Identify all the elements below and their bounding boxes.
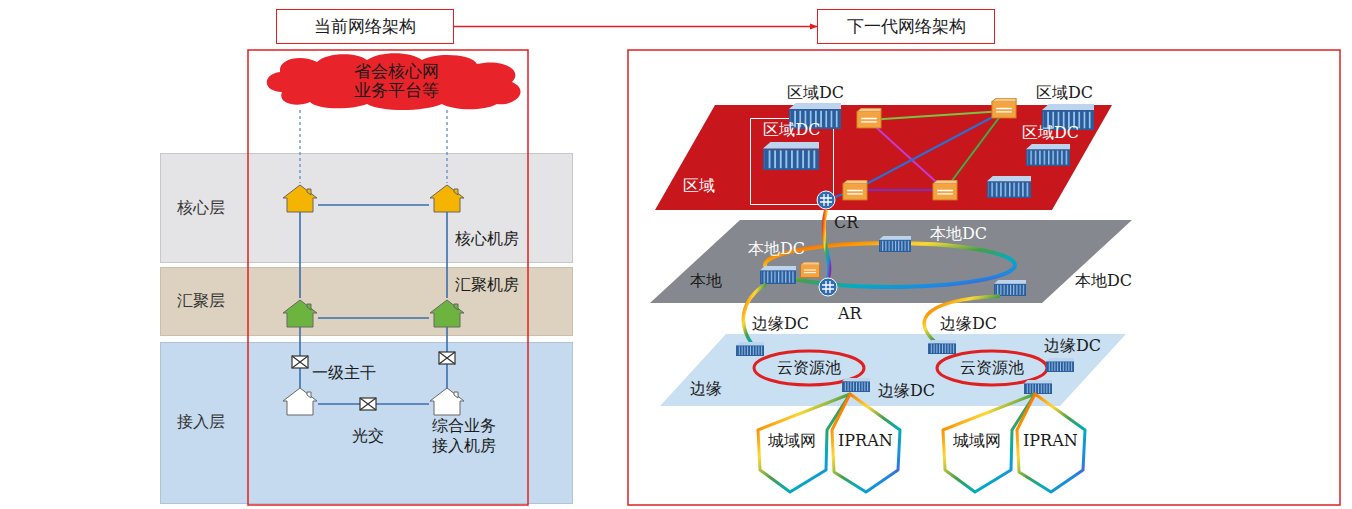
link-label: 一级主干 <box>312 364 376 382</box>
dc-box: 区域DC <box>750 118 834 205</box>
resource-pool: 云资源池 <box>935 349 1049 387</box>
region-plane-outline <box>655 105 1112 210</box>
local-plane-outline <box>650 220 1132 303</box>
dc-label: 边缘DC <box>752 315 809 333</box>
title-text: 当前网络架构 <box>314 17 416 37</box>
title-box: 下一代网络架构 <box>817 9 995 44</box>
dc-label: 区域DC <box>1022 124 1079 142</box>
region-plane: 区域 区域DC <box>655 105 1112 210</box>
dc-name: 区域DC <box>751 121 833 139</box>
local-plane: 本地 <box>650 220 1132 303</box>
layer-name: 汇聚层 <box>177 292 225 310</box>
cloud-shape: 省会核心网 业务平台等 <box>262 52 530 110</box>
dc-label: 本地DC <box>930 225 987 243</box>
title-box: 当前网络架构 <box>276 9 454 44</box>
dc-label: 本地DC <box>1075 272 1132 290</box>
network-label: 城域网 <box>953 432 1001 450</box>
layer-name: 核心层 <box>177 199 225 217</box>
pool-name: 云资源池 <box>777 359 841 377</box>
room-label: 汇聚机房 <box>455 276 519 294</box>
title-text: 下一代网络架构 <box>847 17 966 37</box>
cloud-text: 省会核心网 业务平台等 <box>346 62 446 99</box>
dc-label: 边缘DC <box>878 382 935 400</box>
dc-label: 本地DC <box>748 240 805 258</box>
network-label: IPRAN <box>838 432 893 450</box>
resource-pool: 云资源池 <box>752 349 866 387</box>
dc-label: 区域DC <box>787 84 844 102</box>
panel-outline <box>628 50 1340 505</box>
network-label: 城域网 <box>768 432 816 450</box>
plane-name: 本地 <box>690 272 722 290</box>
dc-label: 区域DC <box>1036 84 1093 102</box>
room-label: 综合业务 接入机房 <box>432 416 500 456</box>
plane-name: 区域 <box>683 177 715 195</box>
dc-label: 边缘DC <box>1044 337 1101 355</box>
router-label: CR <box>834 214 858 232</box>
plane-name: 边缘 <box>690 380 722 398</box>
node-label: 光交 <box>352 427 384 445</box>
router-label: AR <box>838 305 862 323</box>
layer-name: 接入层 <box>177 413 225 431</box>
room-label: 核心机房 <box>455 230 519 248</box>
network-label: IPRAN <box>1023 432 1078 450</box>
pool-name: 云资源池 <box>960 359 1024 377</box>
flow-arrow <box>454 26 817 28</box>
dc-label: 边缘DC <box>940 315 997 333</box>
